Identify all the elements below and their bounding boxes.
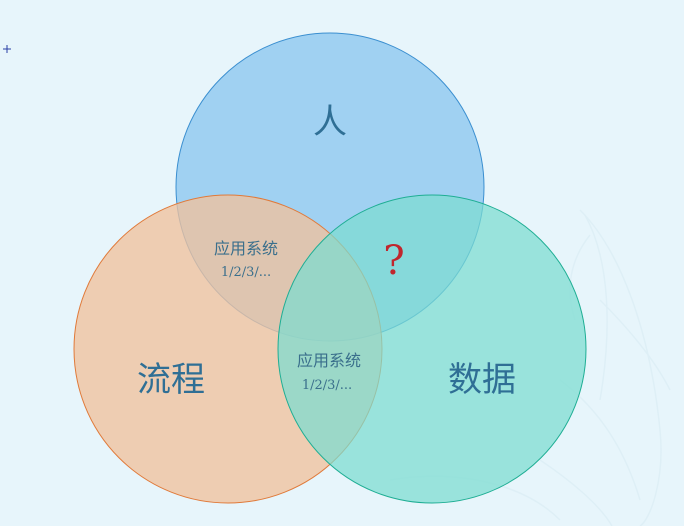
overlap-people-process-subtitle: 1/2/3/... [221,265,271,280]
people-label: 人 [313,102,347,142]
process-label: 流程 [137,360,205,400]
data-circle [277,194,587,504]
overlap-process-data-title: 应用系统 [297,351,361,370]
overlap-people-process-title: 应用系统 [214,239,278,258]
overlap-people-data-question-mark: ? [383,238,404,284]
data-label: 数据 [448,360,516,400]
crosshair-icon [3,45,11,53]
overlap-process-data-subtitle: 1/2/3/... [302,378,352,393]
